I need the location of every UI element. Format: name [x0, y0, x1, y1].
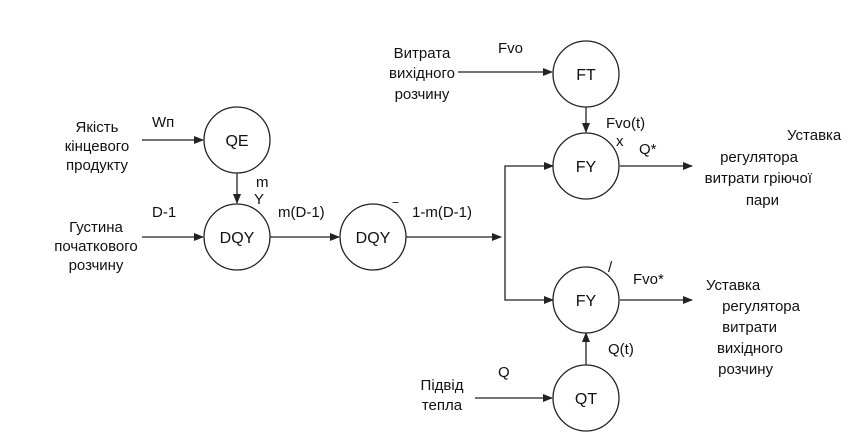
signal-y: Y [254, 191, 264, 208]
wire-junction-to-fy-bottom [504, 237, 554, 304]
output-flow-line-3: витрати [722, 319, 777, 336]
signal-q: Q [498, 364, 510, 381]
input-heat-label: Підвід тепла [421, 377, 464, 414]
output-steam-setpoint-label: Уставка регулятора витрати гріючої пари [705, 127, 842, 209]
input-heat-line-1: Підвід [421, 377, 464, 394]
node-fy-top: FY [552, 132, 620, 200]
output-flow-line-5: розчину [718, 361, 773, 378]
node-fy-bottom: FY [552, 266, 620, 334]
input-quality-line-1: Якість [76, 119, 119, 136]
output-steam-line-1: Уставка [787, 127, 842, 144]
output-steam-line-4: пари [746, 192, 779, 209]
node-dqy-1-label: DQY [220, 230, 255, 247]
node-qt-label: QT [575, 391, 597, 408]
node-ft-label: FT [576, 67, 596, 84]
input-quality-line-2: кінцевого [65, 138, 130, 155]
node-ft: FT [552, 40, 620, 108]
input-flow-line-2: вихідного [389, 65, 455, 82]
signal-m: m [256, 174, 269, 191]
node-fy-bottom-label: FY [576, 293, 597, 310]
input-flow-label: Витрата вихідного розчину [389, 45, 455, 103]
node-dqy-2: DQY [339, 203, 407, 271]
signal-minus-sign: ‾ [392, 201, 399, 218]
output-steam-line-3: витрати гріючої [705, 170, 813, 187]
signal-m-d-minus-1: m(D-1) [278, 204, 325, 221]
node-dqy-1: DQY [203, 203, 271, 271]
input-heat-line-2: тепла [422, 397, 463, 414]
signal-fvo-star: Fvo* [633, 271, 664, 288]
output-flow-line-4: вихідного [717, 340, 783, 357]
node-dqy-2-label: DQY [356, 230, 391, 247]
signal-d-minus-1: D-1 [152, 204, 176, 221]
wire-junction-to-fy-top [504, 162, 554, 237]
signal-divide: / [608, 259, 613, 276]
signal-one-minus-m-d: 1-m(D-1) [412, 204, 472, 221]
input-quality-line-3: продукту [66, 157, 128, 174]
input-density-line-3: розчину [69, 257, 124, 274]
output-flow-line-2: регулятора [722, 298, 801, 315]
signal-fvo: Fvo [498, 40, 523, 57]
signal-q-t: Q(t) [608, 341, 634, 358]
signal-labels: Wп m Y D-1 m(D-1) ‾ 1-m(D-1) Fvo Fvo(t) … [152, 40, 664, 381]
output-flow-line-1: Уставка [706, 277, 761, 294]
output-steam-line-2: регулятора [720, 149, 799, 166]
signal-fvo-t: Fvo(t) [606, 115, 645, 132]
input-flow-line-1: Витрата [394, 45, 451, 62]
input-quality-label: Якість кінцевого продукту [65, 119, 130, 174]
output-flow-setpoint-label: Уставка регулятора витрати вихідного роз… [706, 277, 801, 378]
node-qe: QE [203, 106, 271, 174]
signal-wn: Wп [152, 114, 174, 131]
signal-multiply: x [616, 133, 624, 150]
node-qe-label: QE [225, 133, 248, 150]
input-flow-line-3: розчину [395, 86, 450, 103]
input-density-line-1: Густина [69, 219, 123, 236]
input-density-line-2: початкового [54, 238, 138, 255]
input-density-label: Густина початкового розчину [54, 219, 138, 274]
node-fy-top-label: FY [576, 159, 597, 176]
signal-q-star: Q* [639, 141, 657, 158]
connections [142, 68, 693, 402]
node-qt: QT [552, 364, 620, 432]
